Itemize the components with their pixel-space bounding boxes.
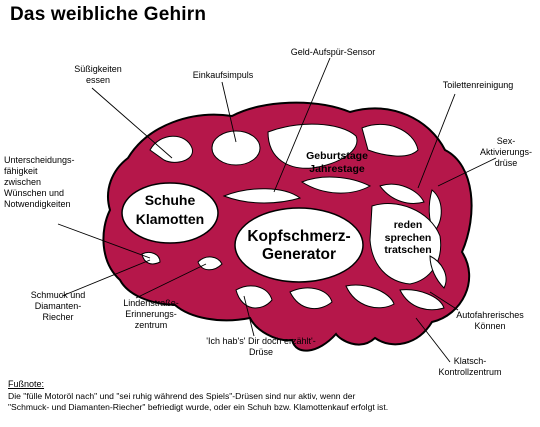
schuhe-region — [121, 182, 219, 244]
label-suessigkeiten: Süßigkeiten essen — [74, 64, 122, 85]
label-toilettenreinigung: Toilettenreinigung — [442, 80, 514, 90]
label-sex-druese: Sex- Aktivierungs- drüse — [479, 136, 533, 168]
label-geld-sensor: Geld-Aufspür-Sensor — [290, 47, 376, 57]
label-schmuck-riecher: Schmuck und Diamanten- Riecher — [30, 290, 86, 322]
page-title: Das weibliche Gehirn — [10, 4, 207, 25]
region-geburtstage: Geburtstage Jahrestage — [306, 150, 368, 175]
region-kopfschmerz: Kopfschmerz- Generator — [247, 228, 351, 263]
label-autofahr: Autofahrerisches Können — [456, 310, 524, 331]
footnote-heading: Fußnote: — [8, 379, 45, 389]
label-klatsch: Klatsch- Kontrollzentrum — [438, 356, 502, 377]
label-lindenstrasse: Lindenstraße- Erinnerungs- zentrum — [123, 298, 179, 330]
label-einkaufsimpuls: Einkaufsimpuls — [192, 70, 254, 80]
label-ich-habs-druese: 'Ich hab's' Dir doch erzählt'- Drüse — [206, 336, 316, 357]
kopfschmerz-region — [234, 207, 364, 283]
label-unterscheidung: Unterscheidungs- fähigkeit zwischen Wüns… — [4, 155, 75, 209]
region-reden: reden sprechen tratschen — [384, 219, 432, 256]
region-schuhe: Schuhe Klamotten — [135, 192, 205, 227]
leader-lines — [57, 57, 497, 363]
footnote-text: Die "fülle Motoröl nach" und "sei ruhig … — [8, 391, 389, 412]
